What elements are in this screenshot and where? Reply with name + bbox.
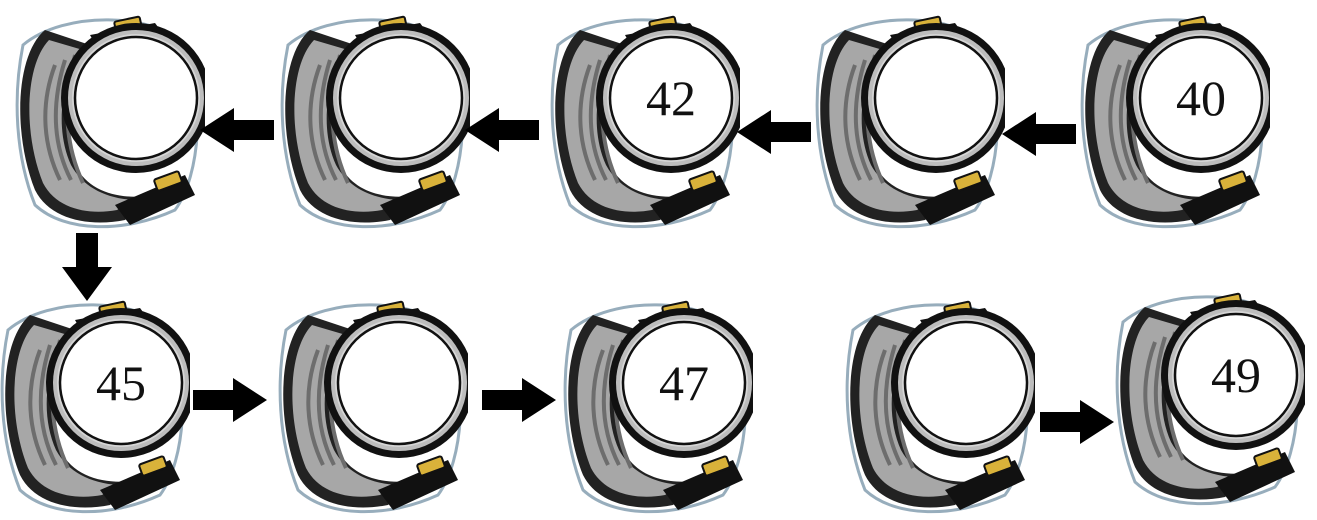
arrow-left-icon [1002,112,1076,156]
watch-1 [5,5,205,235]
watch-3: 42 [540,5,740,235]
watch-face[interactable]: 47 [659,355,709,411]
watch-face[interactable]: 49 [1211,347,1261,403]
watch-5: 40 [1070,5,1270,235]
watch-7 [268,290,468,520]
watch-6: 45 [0,290,190,520]
watch-face[interactable]: 40 [1176,70,1226,126]
arrow-right-icon [482,378,556,422]
arrow-right-icon [193,378,267,422]
watch-face[interactable]: 45 [96,355,146,411]
watch-10: 49 [1105,282,1305,512]
watch-4 [805,5,1005,235]
watch-face[interactable] [338,322,460,444]
watch-face[interactable] [75,37,197,159]
arrow-right-icon [1040,400,1114,444]
watch-2 [270,5,470,235]
watch-9 [835,290,1035,520]
arrow-left-icon [737,110,811,154]
watch-face[interactable] [340,37,462,159]
watch-face[interactable]: 42 [646,70,696,126]
arrow-left-icon [465,108,539,152]
watch-face[interactable] [875,37,997,159]
arrow-down-icon [62,233,112,301]
watch-face[interactable] [905,322,1027,444]
watch-8: 47 [553,290,753,520]
arrow-left-icon [200,108,274,152]
